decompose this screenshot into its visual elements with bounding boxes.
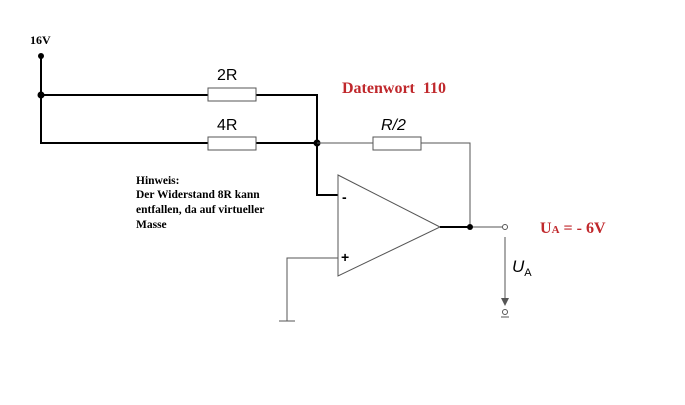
resistor-2r [207, 87, 257, 102]
junction-left [37, 91, 45, 99]
opamp-minus-label: - [342, 189, 347, 205]
output-terminal [502, 224, 508, 230]
resistor-4r [207, 136, 257, 151]
output-junction [467, 224, 473, 230]
resistor-4r-label: 4R [217, 117, 237, 134]
output-voltage-label: UA [512, 257, 532, 279]
feedback-wire-right [421, 142, 471, 227]
resistor-2r-label: 2R [217, 67, 237, 84]
input-wire-lower [40, 56, 338, 196]
input-wire-upper [41, 94, 318, 143]
opamp-symbol [337, 174, 442, 277]
supply-label: 16V [30, 33, 51, 47]
opamp-plus-label: + [341, 249, 349, 265]
ground-terminal [502, 309, 508, 315]
output-result-label: UA = - 6V [540, 220, 606, 237]
voltage-arrow-head [501, 298, 509, 306]
ground-wire [286, 257, 338, 321]
note-text: Hinweis: Der Widerstand 8R kann entfalle… [136, 175, 267, 231]
resistor-feedback [372, 136, 422, 151]
resistor-feedback-label: R/2 [381, 117, 406, 134]
